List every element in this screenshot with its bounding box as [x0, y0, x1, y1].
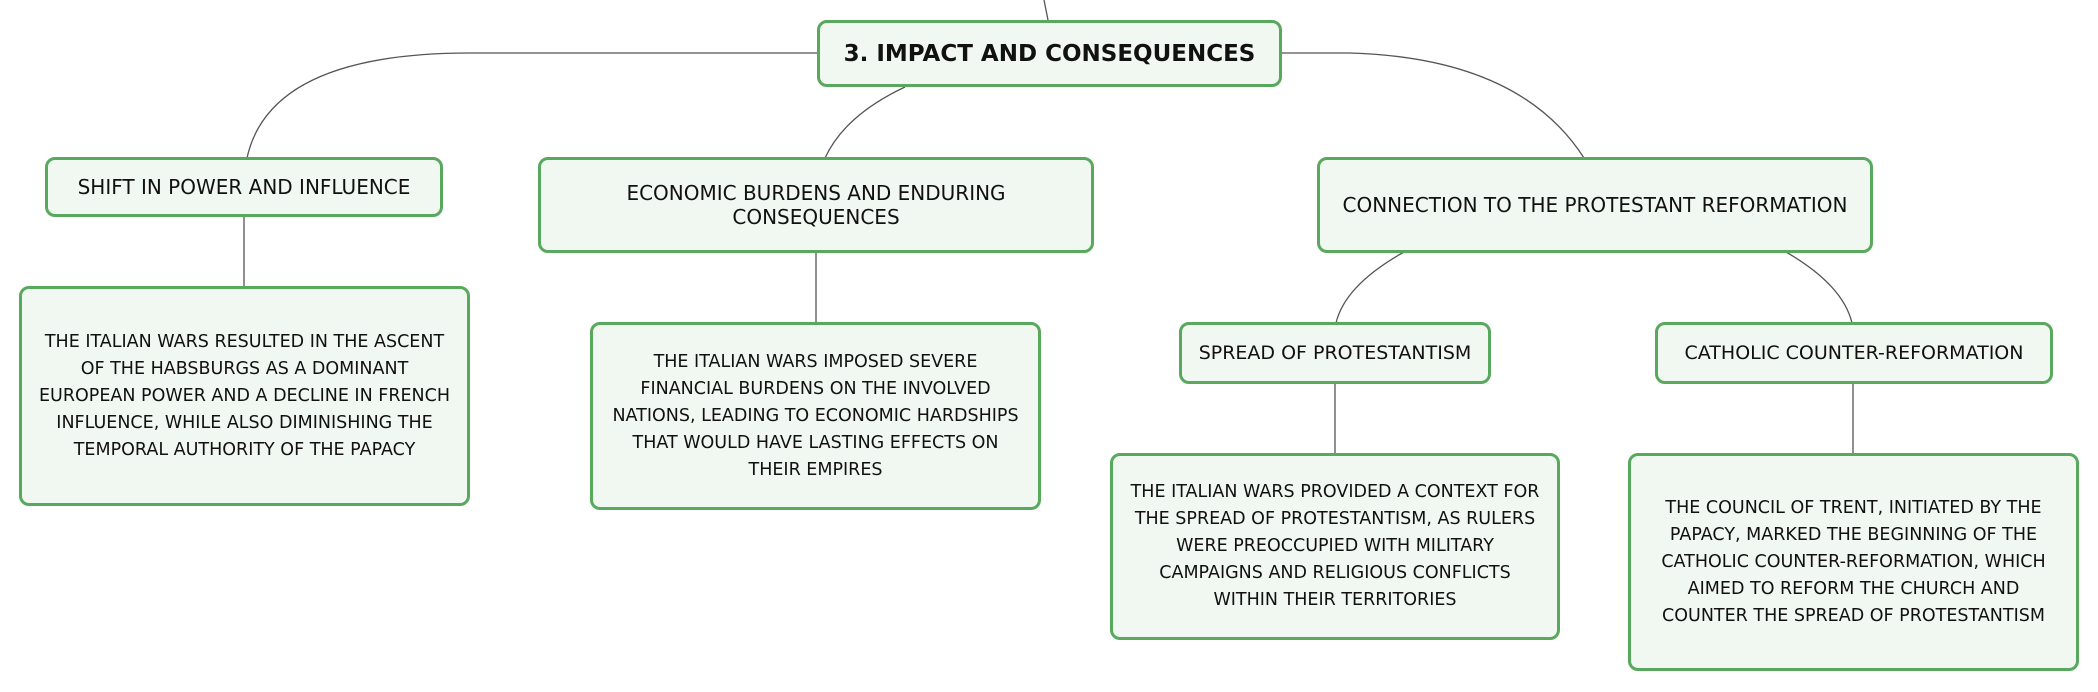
connector-reformation-to-spread	[1335, 251, 1405, 324]
topic-label: SHIFT IN POWER AND INFLUENCE	[77, 175, 411, 199]
root-topic-label: 3. IMPACT AND CONSEQUENCES	[843, 40, 1256, 67]
connector-root-to-shift	[246, 52, 818, 159]
description-text: THE COUNCIL OF TRENT, INITIATED BY THE P…	[1661, 497, 2046, 626]
description-text: THE ITALIAN WARS IMPOSED SEVERE FINANCIA…	[612, 351, 1019, 480]
topic-protestant-reformation[interactable]: CONNECTION TO THE PROTESTANT REFORMATION	[1317, 157, 1873, 253]
description-economic-burdens[interactable]: THE ITALIAN WARS IMPOSED SEVERE FINANCIA…	[590, 322, 1041, 510]
topic-economic-burdens[interactable]: ECONOMIC BURDENS AND ENDURING CONSEQUENC…	[538, 157, 1094, 253]
subtopic-label: SPREAD OF PROTESTANTISM	[1198, 342, 1472, 364]
topic-shift-in-power[interactable]: SHIFT IN POWER AND INFLUENCE	[45, 157, 443, 217]
description-text: THE ITALIAN WARS RESULTED IN THE ASCENT …	[38, 331, 451, 460]
description-spread-of-protestantism[interactable]: THE ITALIAN WARS PROVIDED A CONTEXT FOR …	[1110, 453, 1560, 640]
connector-reformation-to-catholic	[1785, 251, 1853, 324]
description-text: THE ITALIAN WARS PROVIDED A CONTEXT FOR …	[1130, 482, 1540, 610]
topic-label: ECONOMIC BURDENS AND ENDURING CONSEQUENC…	[626, 181, 1006, 229]
topic-label: CONNECTION TO THE PROTESTANT REFORMATION	[1342, 193, 1848, 217]
description-shift-in-power[interactable]: THE ITALIAN WARS RESULTED IN THE ASCENT …	[19, 286, 470, 506]
root-topic[interactable]: 3. IMPACT AND CONSEQUENCES	[817, 20, 1282, 87]
subtopic-label: CATHOLIC COUNTER-REFORMATION	[1684, 342, 2024, 364]
connector-root-to-economic	[824, 86, 906, 159]
subtopic-spread-of-protestantism[interactable]: SPREAD OF PROTESTANTISM	[1179, 322, 1491, 384]
description-catholic-counter-reformation[interactable]: THE COUNCIL OF TRENT, INITIATED BY THE P…	[1628, 453, 2079, 671]
connector-root-to-reformation	[1280, 52, 1585, 159]
subtopic-catholic-counter-reformation[interactable]: CATHOLIC COUNTER-REFORMATION	[1655, 322, 2053, 384]
connector-parent-to-root	[1043, 0, 1049, 21]
